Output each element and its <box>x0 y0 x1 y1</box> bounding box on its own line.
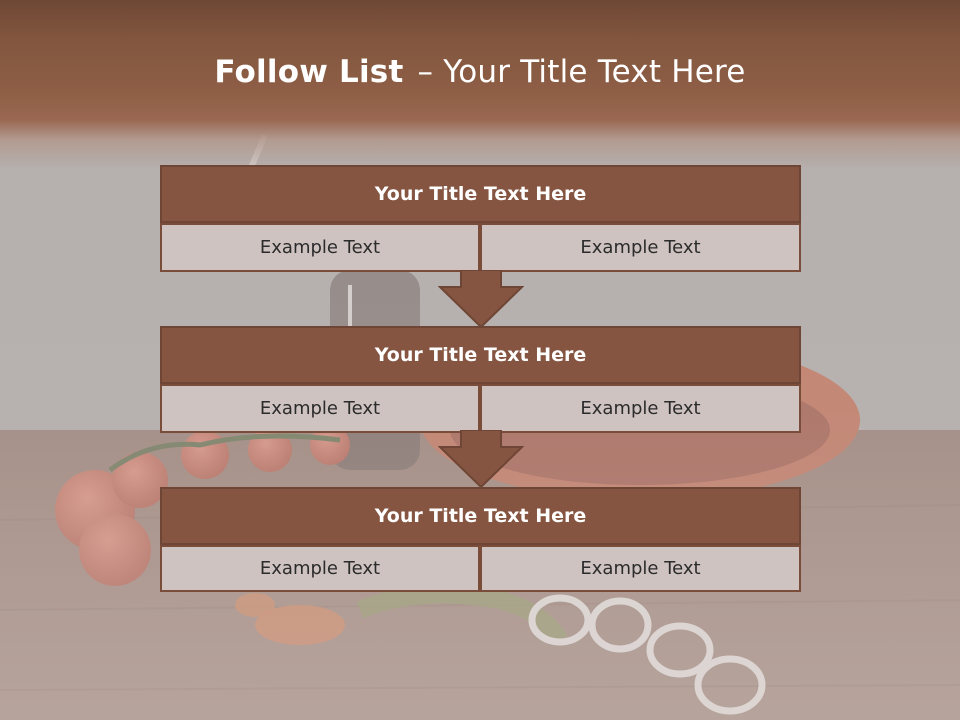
list-block-2: Your Title Text Here Example Text Exampl… <box>160 326 801 433</box>
down-arrow-icon <box>438 430 524 489</box>
block-right-cell: Example Text <box>480 545 801 592</box>
list-block-3: Your Title Text Here Example Text Exampl… <box>160 487 801 592</box>
title-bold-text: Follow List <box>214 54 404 90</box>
block-title: Your Title Text Here <box>160 487 801 545</box>
block-title: Your Title Text Here <box>160 165 801 223</box>
title-band <box>0 0 960 170</box>
block-right-cell: Example Text <box>480 384 801 433</box>
slide-title: Follow List–Your Title Text Here <box>0 54 960 98</box>
block-left-cell: Example Text <box>160 223 480 272</box>
block-right-cell: Example Text <box>480 223 801 272</box>
down-arrow-icon <box>438 270 524 329</box>
block-title: Your Title Text Here <box>160 326 801 384</box>
title-dash: – <box>417 54 434 90</box>
title-rest-text: Your Title Text Here <box>443 54 746 90</box>
list-block-1: Your Title Text Here Example Text Exampl… <box>160 165 801 272</box>
block-left-cell: Example Text <box>160 384 480 433</box>
block-left-cell: Example Text <box>160 545 480 592</box>
